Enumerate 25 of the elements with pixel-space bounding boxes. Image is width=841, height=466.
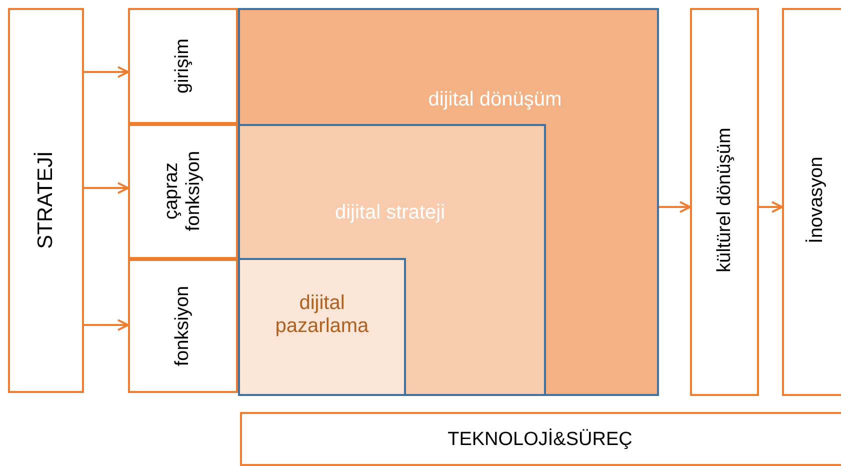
- process-box: [128, 8, 238, 124]
- process-box: [782, 8, 841, 396]
- arrow: [84, 319, 129, 331]
- node-label: dijital dönüşüm: [427, 88, 563, 112]
- process-box: [128, 124, 238, 259]
- arrow: [84, 66, 129, 78]
- node-label: kültürel dönüşüm: [714, 126, 736, 274]
- nested-area: [238, 8, 659, 396]
- node-label: fonksiyon: [172, 284, 194, 368]
- node-label: dijital strateji: [334, 202, 446, 224]
- nested-area: [238, 124, 546, 396]
- node-label: dijital pazarlama: [274, 292, 370, 338]
- process-box: [128, 259, 238, 393]
- strategy-box: [8, 8, 84, 393]
- foundation-bar: [240, 412, 841, 466]
- arrow: [84, 182, 129, 194]
- node-label: İnovasyon: [806, 156, 828, 246]
- process-box: [690, 8, 759, 396]
- node-label: girişim: [172, 38, 194, 96]
- node-label: çapraz fonksiyon: [161, 150, 205, 234]
- node-label: TEKNOLOJİ&SÜREÇ: [446, 429, 634, 451]
- nested-area: [238, 258, 406, 396]
- arrow: [759, 201, 783, 213]
- node-label: STRATEJİ: [34, 150, 58, 251]
- arrow: [659, 201, 691, 213]
